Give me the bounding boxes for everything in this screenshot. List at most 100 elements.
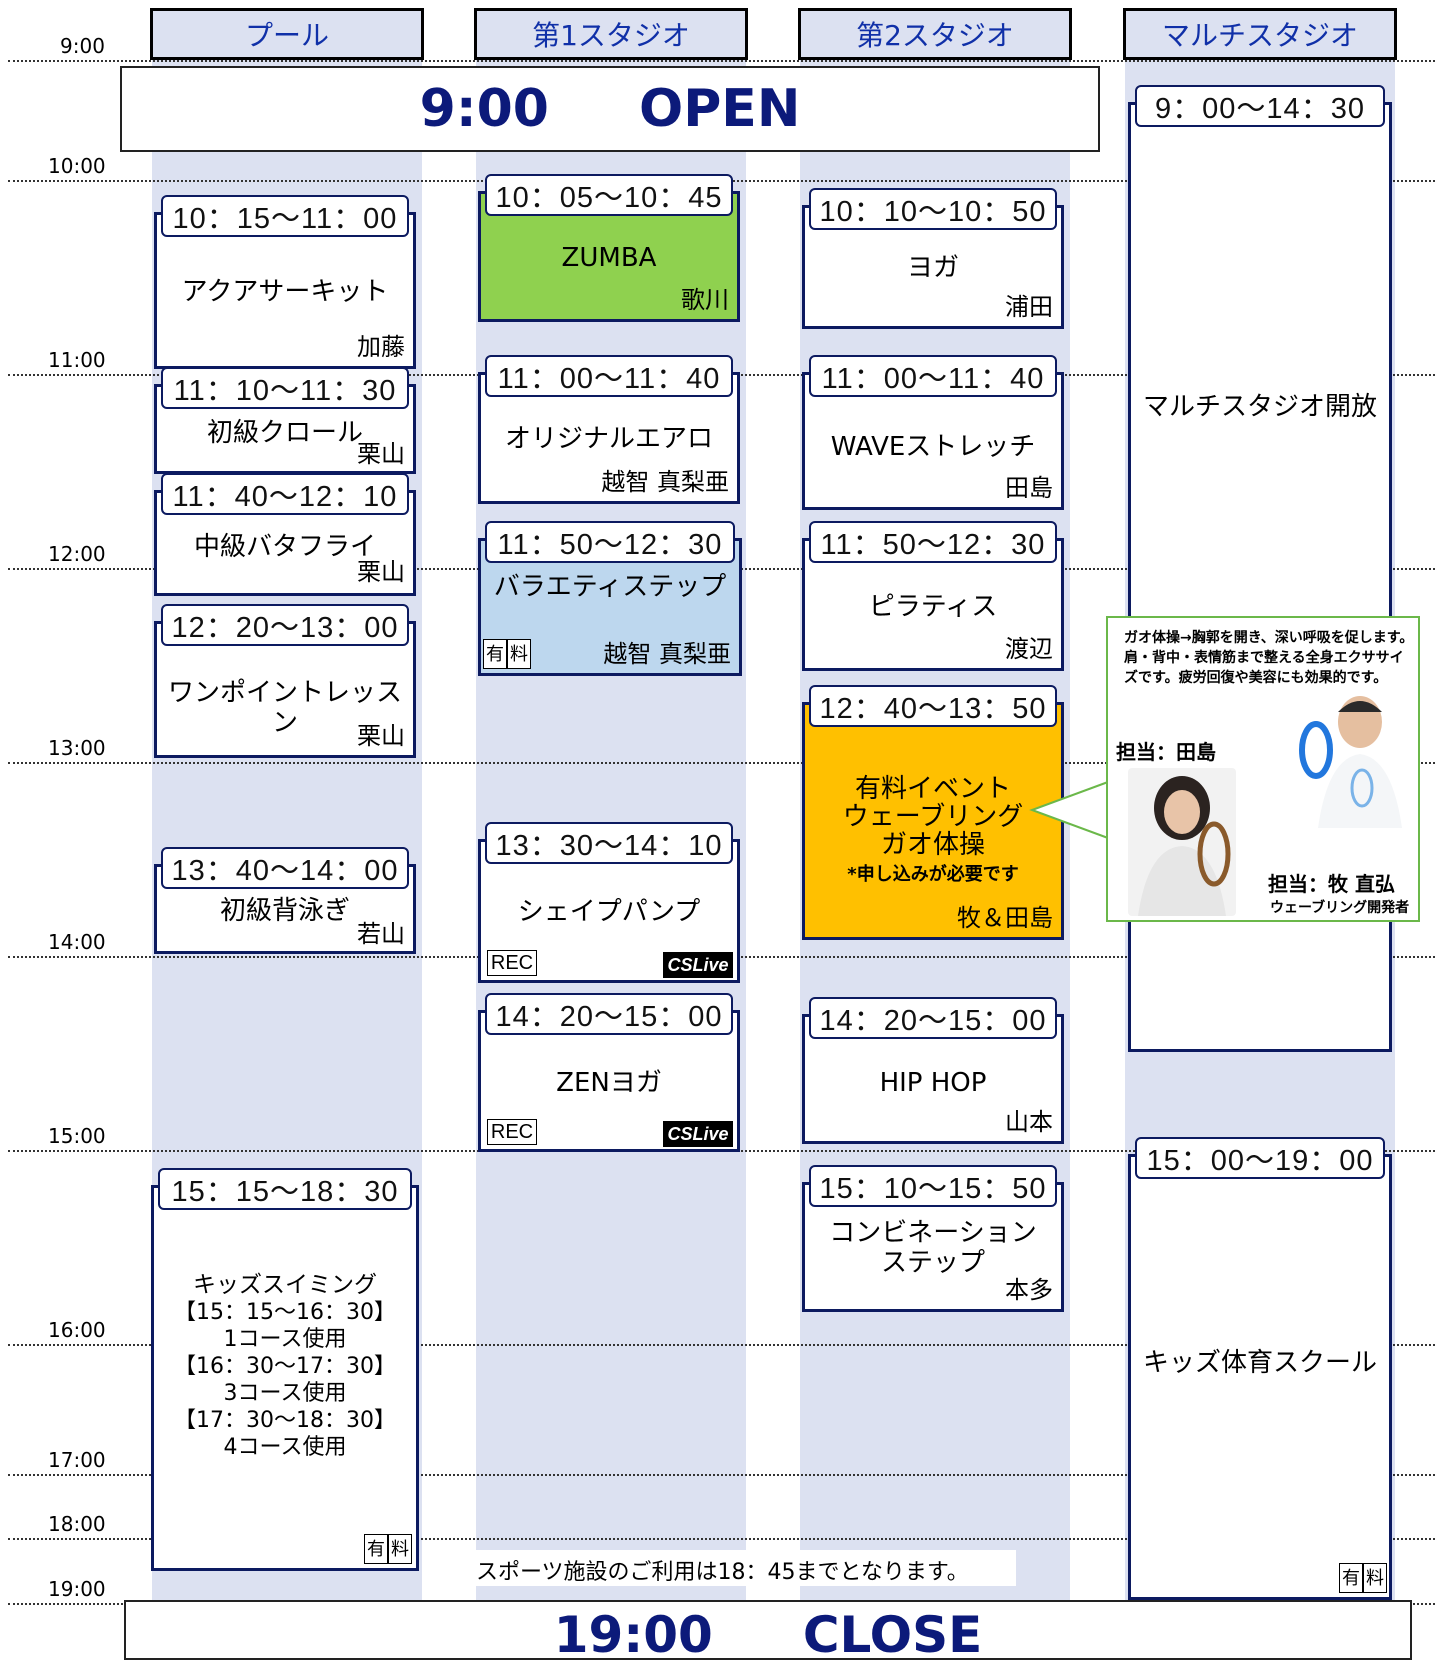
class-time: 11：50〜12：30 bbox=[485, 521, 735, 563]
callout-description: ガオ体操→胸郭を開き、深い呼吸を促します。肩・背中・表情筋まで整える全身エクササ… bbox=[1124, 630, 1414, 686]
class-title: ピラティス bbox=[868, 592, 998, 622]
paid-badge-char: 料 bbox=[1363, 1563, 1387, 1593]
class-card[interactable]: 11：40〜12：10 中級バタフライ 栗山 bbox=[154, 473, 416, 596]
class-time: 12：40〜13：50 bbox=[809, 685, 1057, 727]
time-label-10: 10:00 bbox=[48, 154, 106, 178]
time-label-16: 16:00 bbox=[48, 1318, 106, 1342]
callout-box: ガオ体操→胸郭を開き、深い呼吸を促します。肩・背中・表情筋まで整える全身エクササ… bbox=[1106, 616, 1420, 922]
class-card[interactable]: 13：30〜14：10 シェイプパンプ REC CSLive bbox=[478, 822, 740, 983]
class-title: 中級バタフライ bbox=[193, 532, 376, 562]
close-label: CLOSE bbox=[802, 1606, 983, 1664]
class-card[interactable]: 11：50〜12：30 ピラティス 渡辺 bbox=[802, 521, 1064, 671]
cslive-logo: CSLive bbox=[663, 1121, 733, 1147]
class-card[interactable]: 10：05〜10：45 ZUMBA 歌川 bbox=[478, 174, 740, 322]
class-title-line2: ステップ bbox=[880, 1248, 985, 1278]
class-time: 9：00〜14：30 bbox=[1135, 85, 1385, 127]
column-header-studio2: 第2スタジオ bbox=[798, 8, 1072, 60]
class-time: 15：10〜15：50 bbox=[809, 1165, 1057, 1207]
time-label-12: 12:00 bbox=[48, 542, 106, 566]
class-instructor: 栗山 bbox=[357, 558, 405, 586]
time-label-13: 13:00 bbox=[48, 736, 106, 760]
class-time: 13：40〜14：00 bbox=[161, 847, 409, 889]
class-detail-line: 【15：15〜16：30】 bbox=[174, 1300, 396, 1325]
class-time: 13：30〜14：10 bbox=[485, 822, 733, 864]
class-card[interactable]: 15：00〜19：00 キッズ体育スクール 有料 bbox=[1128, 1137, 1392, 1600]
class-title: キッズ体育スクール bbox=[1142, 1348, 1377, 1378]
class-card[interactable]: 14：20〜15：00 ZENヨガ REC CSLive bbox=[478, 993, 740, 1152]
time-label-17: 17:00 bbox=[48, 1448, 106, 1472]
staff-photo-tajima bbox=[1128, 768, 1236, 916]
close-banner: 19:00 CLOSE bbox=[124, 1600, 1412, 1664]
class-title: オリジナルエアロ bbox=[504, 424, 713, 454]
class-instructor: 本多 bbox=[1005, 1276, 1053, 1304]
class-detail-line: 【16：30〜17：30】 bbox=[174, 1354, 396, 1379]
hour-line bbox=[8, 60, 1435, 62]
rec-badge: REC bbox=[487, 950, 537, 976]
paid-badge-char: 有 bbox=[1339, 1563, 1363, 1593]
class-title: 初級背泳ぎ bbox=[219, 896, 350, 926]
class-card[interactable]: 11：10〜11：30 初級クロール 栗山 bbox=[154, 367, 416, 474]
class-title: HIP HOP bbox=[879, 1068, 987, 1098]
callout-staff2-role: ウェーブリング開発者 bbox=[1270, 900, 1410, 916]
class-instructor: 渡辺 bbox=[1005, 635, 1053, 663]
time-label-11: 11:00 bbox=[48, 348, 106, 372]
time-label-18: 18:00 bbox=[48, 1512, 106, 1536]
class-instructor: 歌川 bbox=[681, 286, 729, 314]
class-instructor: 山本 bbox=[1005, 1108, 1053, 1136]
paid-badge-char: 料 bbox=[507, 639, 531, 669]
class-card[interactable]: 15：10〜15：50 コンビネーション ステップ 本多 bbox=[802, 1165, 1064, 1312]
class-card[interactable]: 12：40〜13：50 有料イベント ウェーブリング ガオ体操 *申し込みが必要… bbox=[802, 685, 1064, 940]
class-card[interactable]: 13：40〜14：00 初級背泳ぎ 若山 bbox=[154, 847, 416, 954]
class-title-line3: ガオ体操 bbox=[880, 830, 985, 860]
class-card[interactable]: 10：15〜11：00 アクアサーキット 加藤 bbox=[154, 195, 416, 369]
column-header-pool: プール bbox=[150, 8, 424, 60]
paid-badge-char: 料 bbox=[388, 1534, 412, 1564]
open-time: 9:00 bbox=[419, 79, 549, 139]
facility-notice: スポーツ施設のご利用は18：45までとなります。 bbox=[468, 1550, 1016, 1586]
hour-line bbox=[8, 762, 1435, 764]
class-title: ヨガ bbox=[906, 253, 959, 283]
class-title: コンビネーション bbox=[829, 1218, 1037, 1248]
class-instructor: 牧＆田島 bbox=[957, 904, 1053, 932]
callout-pointer bbox=[1029, 780, 1108, 840]
time-label-19: 19:00 bbox=[48, 1577, 106, 1601]
rec-badge: REC bbox=[487, 1119, 537, 1145]
column-header-studio1: 第1スタジオ bbox=[474, 8, 748, 60]
close-time: 19:00 bbox=[553, 1606, 713, 1664]
class-card[interactable]: 10：10〜10：50 ヨガ 浦田 bbox=[802, 188, 1064, 329]
open-banner: 9:00 OPEN bbox=[120, 66, 1100, 152]
open-label: OPEN bbox=[638, 79, 801, 139]
callout-staff1: 担当：田島 bbox=[1116, 740, 1216, 764]
class-title: WAVEストレッチ bbox=[830, 432, 1036, 462]
class-instructor: 田島 bbox=[1005, 474, 1053, 502]
class-instructor: 加藤 bbox=[357, 333, 405, 361]
class-time: 11：00〜11：40 bbox=[809, 355, 1057, 397]
class-title: キッズスイミング bbox=[193, 1272, 377, 1298]
hour-line bbox=[8, 1538, 1435, 1540]
class-card[interactable]: 15：15〜18：30 キッズスイミング 【15：15〜16：30】 1コース使… bbox=[151, 1168, 419, 1571]
time-label-9: 9:00 bbox=[60, 34, 105, 58]
class-instructor: 浦田 bbox=[1005, 293, 1053, 321]
class-card[interactable]: 11：00〜11：40 WAVEストレッチ 田島 bbox=[802, 355, 1064, 510]
class-time: 11：40〜12：10 bbox=[161, 473, 409, 515]
class-card[interactable]: 11：50〜12：30 バラエティステップ 有料 越智 真梨亜 bbox=[478, 521, 742, 676]
staff-photo-maki bbox=[1288, 688, 1418, 828]
class-time: 11：50〜12：30 bbox=[809, 521, 1057, 563]
time-label-14: 14:00 bbox=[48, 930, 106, 954]
class-detail-line: 1コース使用 bbox=[223, 1327, 347, 1352]
class-card[interactable]: 12：20〜13：00 ワンポイントレッスン 栗山 bbox=[154, 604, 416, 758]
class-instructor: 越智 真梨亜 bbox=[601, 468, 729, 496]
class-card[interactable]: 11：00〜11：40 オリジナルエアロ 越智 真梨亜 bbox=[478, 355, 740, 504]
cslive-logo: CSLive bbox=[663, 952, 733, 978]
class-time: 10：15〜11：00 bbox=[161, 195, 409, 237]
class-detail-line: 4コース使用 bbox=[223, 1435, 347, 1460]
class-time: 14：20〜15：00 bbox=[485, 993, 733, 1035]
class-title: ZUMBA bbox=[561, 243, 657, 273]
time-label-15: 15:00 bbox=[48, 1124, 106, 1148]
class-instructor: 越智 真梨亜 bbox=[603, 640, 731, 668]
hour-line bbox=[8, 1474, 1435, 1476]
class-instructor: 栗山 bbox=[357, 722, 405, 750]
class-time: 11：00〜11：40 bbox=[485, 355, 733, 397]
class-note: *申し込みが必要です bbox=[847, 864, 1019, 885]
class-card[interactable]: 14：20〜15：00 HIP HOP 山本 bbox=[802, 997, 1064, 1144]
